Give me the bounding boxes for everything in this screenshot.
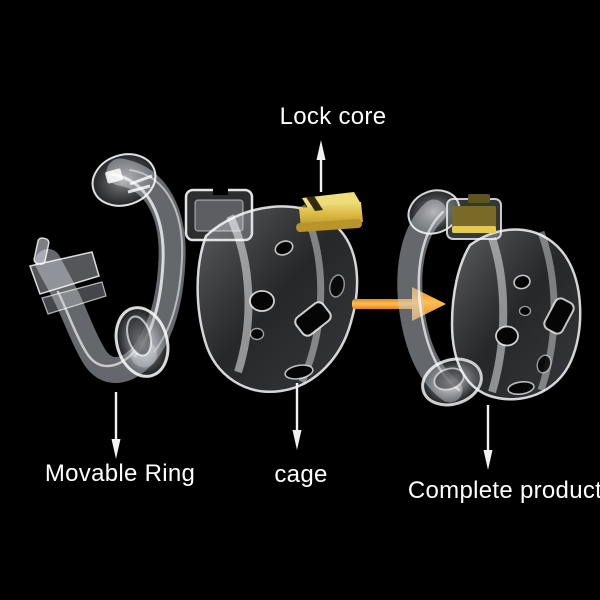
lock-core-illustration [296,192,363,233]
ring-left-limb [35,249,157,383]
up-arrow-icon [316,140,326,192]
cage-label: cage [274,461,328,488]
down-arrow-icon-cage [292,383,302,450]
product-rib-left [488,236,508,394]
movable-ring-illustration [29,153,186,383]
product-lock-core [446,194,502,240]
ring-hinge-slot [105,168,123,184]
cage-lock-housing-notch [213,186,228,195]
ring-right-edge [129,169,184,353]
down-arrow-icon-complete-product [483,405,493,470]
down-arrow-icon-movable-ring [111,392,121,459]
complete-product-label: Complete product [407,477,600,504]
product-vent-holes [495,274,575,396]
cage-body [196,205,359,393]
cage-vent-holes [249,240,345,380]
lock-core-keyway-notch [306,196,323,211]
cage-illustration [184,186,359,393]
ring-clasp-loop-inner [126,315,152,357]
movable-ring-label: Movable Ring [44,460,196,487]
ring-left-highlight [56,290,138,368]
ring-hinge-detail [127,174,153,194]
lock-core-bottom-lip [296,218,362,233]
ring-latch-tab [29,237,107,315]
cage-rib-left [226,214,253,374]
complete-product-illustration [397,189,582,407]
ring-hinge-knob [91,153,157,207]
lock-core-label: Lock core [279,103,387,130]
